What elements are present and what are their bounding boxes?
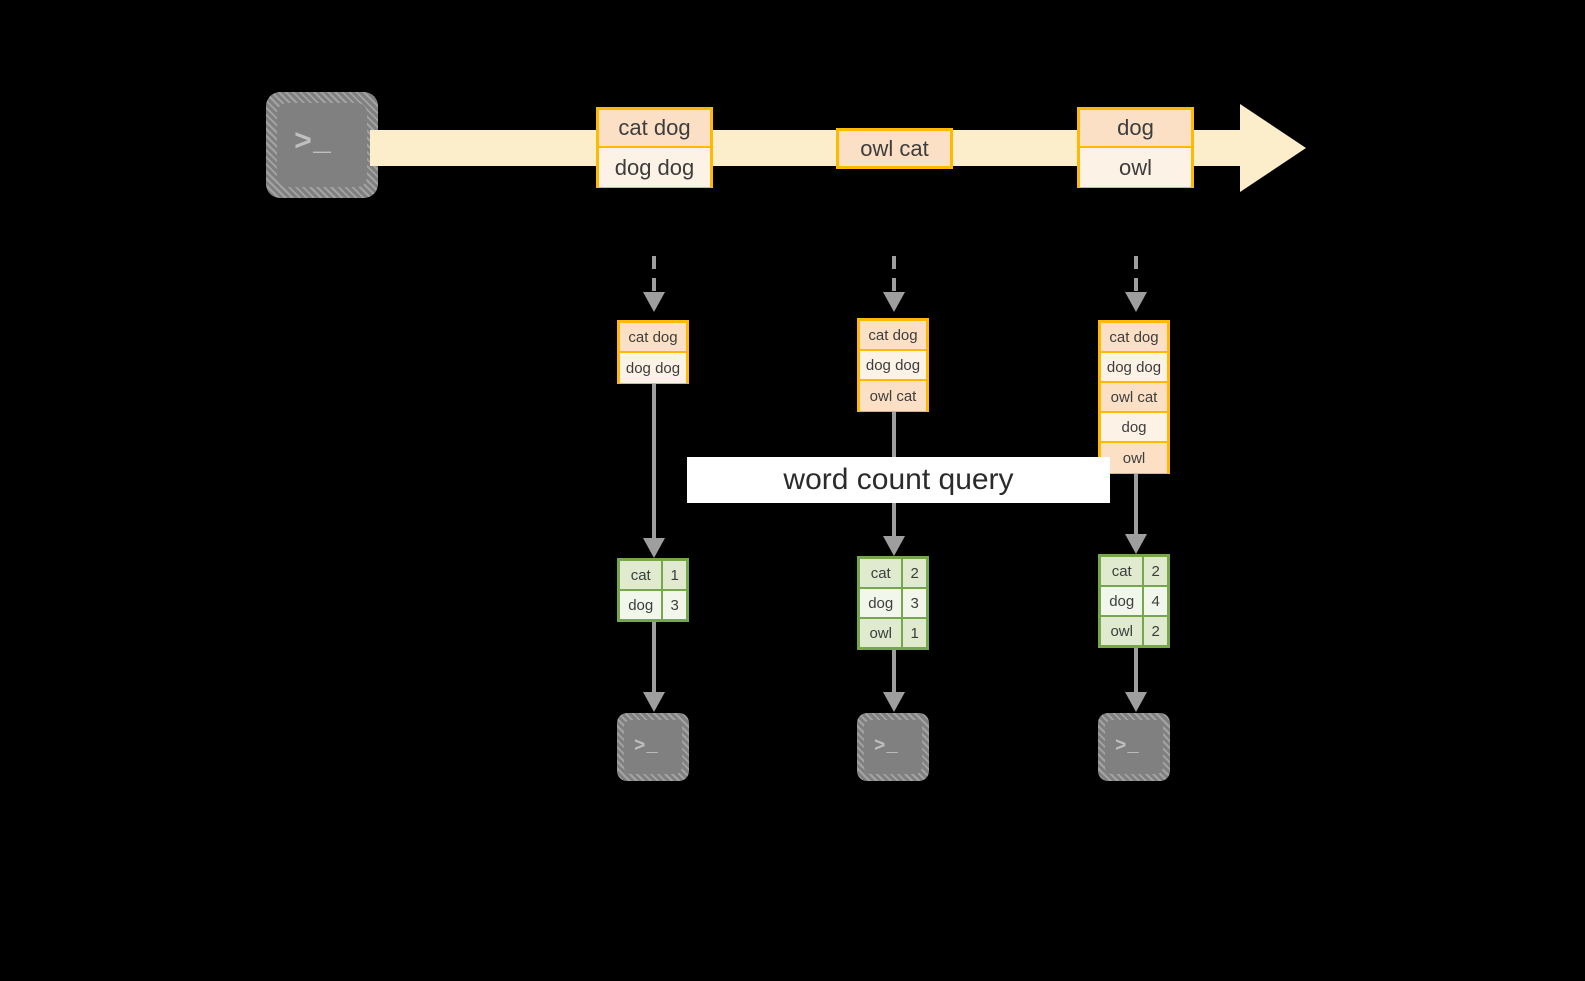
stream-record: dog dog [599,148,710,187]
input-table-row: owl cat [860,381,926,411]
trigger-1-dashed-connector [652,256,656,294]
input-table-row: dog dog [1101,353,1167,383]
trigger-3-dashed-arrowhead [1125,292,1147,312]
result-count-cell: 2 [903,559,926,587]
input-table-row: dog [1101,413,1167,443]
trigger-2-sink-connector [892,650,896,694]
trigger-2-sink-terminal-icon: >_ [857,713,929,781]
result-count-cell: 4 [1144,587,1167,615]
result-word-cell: cat [620,561,664,589]
trigger-1-sink-connector [652,622,656,694]
trigger-3-sink-terminal-icon: >_ [1098,713,1170,781]
trigger-1-result-table: cat 1 dog 3 [617,558,689,622]
trigger-1-dashed-arrowhead [643,292,665,312]
trigger-3-query-arrowhead [1125,534,1147,554]
result-word-cell: owl [860,619,904,647]
trigger-3-sink-connector [1134,648,1138,694]
input-table-row: cat dog [860,321,926,351]
stream-record: owl [1080,148,1191,187]
trigger-2-sink-arrowhead [883,692,905,712]
trigger-1-sink-arrowhead [643,692,665,712]
trigger-2-dashed-arrowhead [883,292,905,312]
terminal-screen [864,720,922,774]
trigger-2-input-table: cat dog dog dog owl cat [857,318,929,412]
stream-record: owl cat [839,131,950,166]
stream-record: cat dog [599,110,710,148]
result-row: cat 2 [1101,557,1167,587]
trigger-1-query-arrowhead [643,538,665,558]
result-row: dog 3 [620,591,686,619]
stream-record: dog [1080,110,1191,148]
stream-batch-2: owl cat [836,128,953,169]
trigger-2-dashed-connector [892,256,896,294]
result-word-cell: dog [620,591,664,619]
input-table-row: owl cat [1101,383,1167,413]
result-count-cell: 3 [903,589,926,617]
trigger-3-result-table: cat 2 dog 4 owl 2 [1098,554,1170,648]
terminal-screen [1105,720,1163,774]
input-table-row: owl [1101,443,1167,473]
trigger-3-query-connector [1134,474,1138,536]
source-terminal-icon: >_ [266,92,378,198]
input-table-row: cat dog [1101,323,1167,353]
terminal-screen [624,720,682,774]
result-row: owl 2 [1101,617,1167,645]
trigger-2-result-table: cat 2 dog 3 owl 1 [857,556,929,650]
result-count-cell: 1 [663,561,686,589]
trigger-1-input-table: cat dog dog dog [617,320,689,384]
terminal-prompt-glyph: >_ [634,735,659,757]
trigger-1-sink-terminal-icon: >_ [617,713,689,781]
terminal-prompt-glyph: >_ [1115,735,1140,757]
input-table-row: dog dog [860,351,926,381]
stream-batch-3: dog owl [1077,107,1194,188]
stream-batch-1: cat dog dog dog [596,107,713,188]
result-count-cell: 3 [663,591,686,619]
result-row: dog 4 [1101,587,1167,617]
result-row: owl 1 [860,619,926,647]
terminal-prompt-glyph: >_ [874,735,899,757]
trigger-1-query-connector [652,384,656,540]
terminal-screen [277,103,367,187]
stream-band-arrowhead [1240,104,1306,192]
result-count-cell: 2 [1144,617,1167,645]
trigger-2-query-arrowhead [883,536,905,556]
result-word-cell: dog [860,589,904,617]
input-table-row: cat dog [620,323,686,353]
result-word-cell: cat [1101,557,1145,585]
result-word-cell: dog [1101,587,1145,615]
result-word-cell: cat [860,559,904,587]
result-count-cell: 2 [1144,557,1167,585]
result-count-cell: 1 [903,619,926,647]
result-word-cell: owl [1101,617,1145,645]
terminal-prompt-glyph: >_ [294,126,333,160]
query-label: word count query [687,457,1110,503]
result-row: cat 2 [860,559,926,589]
input-table-row: dog dog [620,353,686,383]
trigger-3-input-table: cat dog dog dog owl cat dog owl [1098,320,1170,474]
result-row: dog 3 [860,589,926,619]
result-row: cat 1 [620,561,686,591]
trigger-3-dashed-connector [1134,256,1138,294]
trigger-3-sink-arrowhead [1125,692,1147,712]
